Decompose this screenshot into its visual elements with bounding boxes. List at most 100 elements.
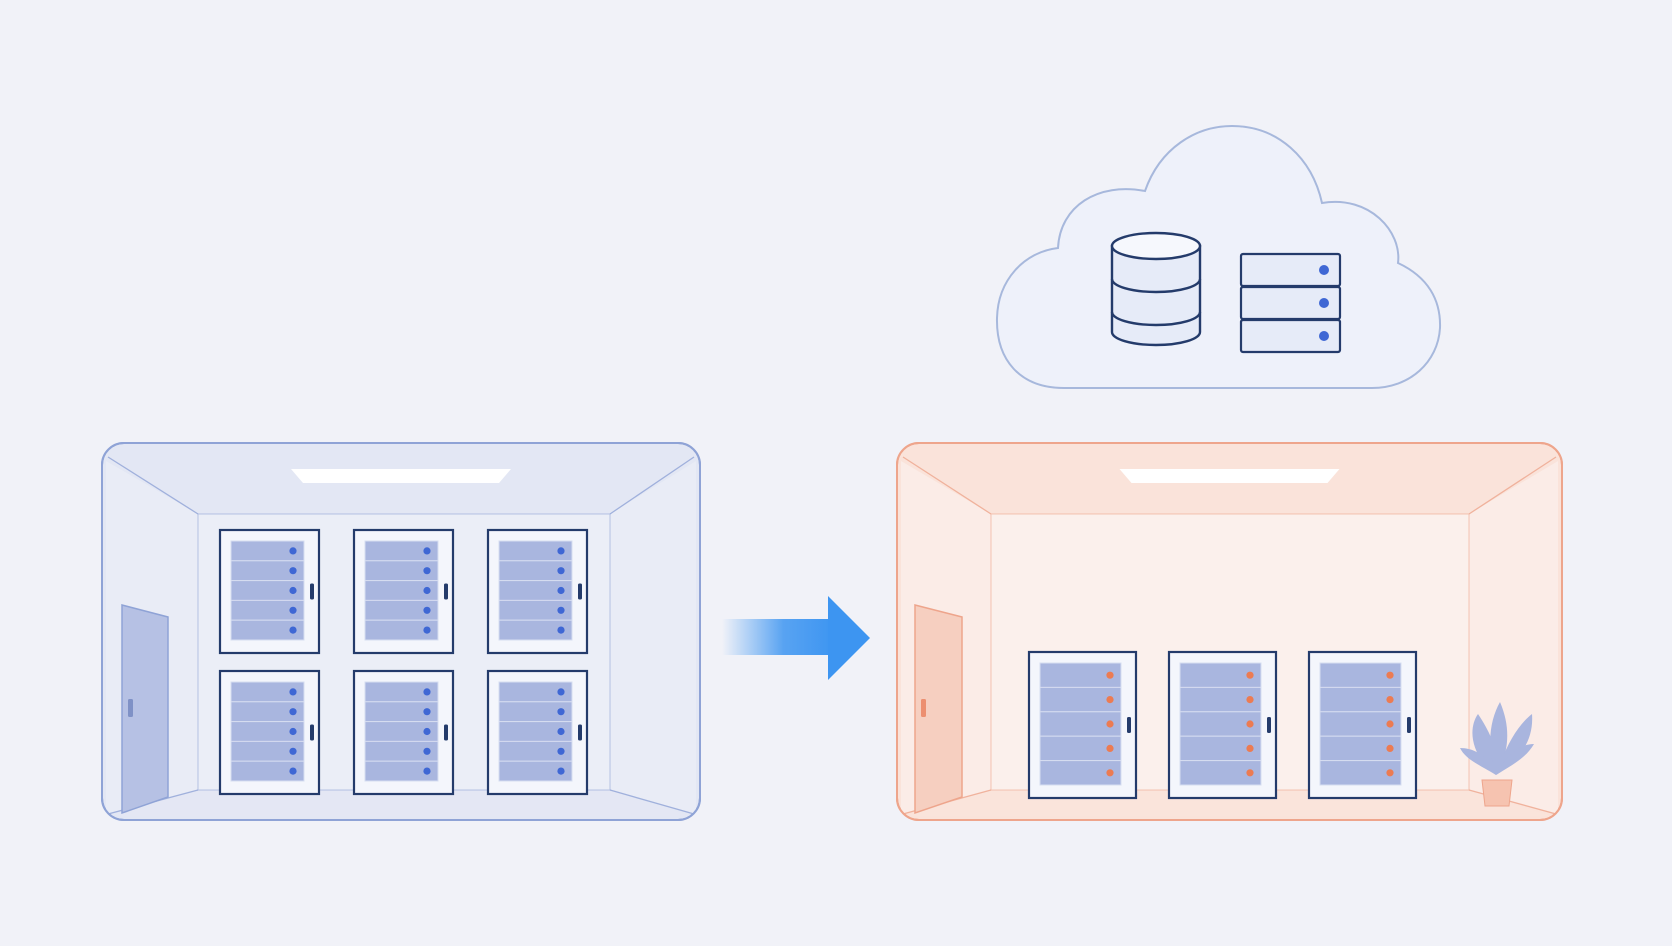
status-led-icon <box>1319 331 1329 341</box>
status-led-icon <box>1319 298 1329 308</box>
status-led-icon <box>423 586 431 595</box>
status-led-icon <box>1386 720 1394 728</box>
right-room-door-icon <box>914 604 963 815</box>
left-room-right-wall <box>610 461 696 814</box>
server-rack-icon-handle <box>1127 717 1131 733</box>
server-rack-icon-slot <box>498 619 573 641</box>
status-led-icon <box>1106 720 1114 728</box>
database-ring <box>1110 311 1202 327</box>
status-led-icon <box>557 708 565 716</box>
server-rack-icon-handle <box>1267 717 1271 733</box>
status-led-icon <box>557 747 565 755</box>
cloud-icon <box>995 124 1442 389</box>
server-rack-icon-handle <box>444 724 448 741</box>
server-rack-icon-slot <box>364 619 439 641</box>
plant-leaf <box>1460 748 1496 775</box>
left-room-frame-outline <box>101 442 701 821</box>
cloud <box>995 124 1442 389</box>
left-room-floor <box>112 790 690 816</box>
status-led-icon <box>557 727 565 736</box>
status-led-icon <box>289 747 297 755</box>
status-led-icon <box>423 708 431 716</box>
status-led-icon <box>289 688 297 696</box>
status-led-icon <box>1106 744 1114 753</box>
status-led-icon <box>289 626 297 634</box>
status-led-icon <box>289 727 297 736</box>
left-room-door-icon-handle <box>128 699 133 717</box>
server-rack-icon-slot <box>230 760 305 782</box>
database-ring <box>1110 278 1202 294</box>
status-led-icon <box>1319 265 1329 275</box>
status-led-icon <box>1386 671 1394 679</box>
left-room-ceiling-light <box>291 469 511 483</box>
server-unit <box>1239 318 1342 354</box>
plant-icon <box>1460 702 1534 807</box>
status-led-icon <box>1246 744 1254 753</box>
server-rack-icon-slot <box>230 619 305 641</box>
right-room-right-wall <box>1469 461 1558 814</box>
server-rack-icon-slot <box>498 760 573 782</box>
status-led-icon <box>289 767 297 775</box>
status-led-icon <box>557 586 565 595</box>
on-premises-server-room <box>101 442 701 821</box>
left-room-ceiling <box>110 457 692 514</box>
status-led-icon <box>1106 671 1114 679</box>
right-room-ceiling <box>905 457 1554 514</box>
server-rack-icon-handle <box>310 583 314 600</box>
status-led-icon <box>1106 696 1114 704</box>
status-led-icon <box>423 547 431 555</box>
status-led-icon <box>423 747 431 755</box>
server-rack-icon-handle <box>578 724 582 741</box>
server-rack-icon-slot <box>1179 760 1262 786</box>
status-led-icon <box>557 767 565 775</box>
right-room-edge-1 <box>1468 456 1557 515</box>
status-led-icon <box>1246 769 1254 777</box>
right-arrow-shaft <box>722 619 834 655</box>
status-led-icon <box>557 547 565 555</box>
migration-arrow <box>722 596 870 680</box>
status-led-icon <box>423 626 431 634</box>
left-room-edge-0 <box>107 456 199 515</box>
plant-pot <box>1481 779 1513 807</box>
plant-leaf <box>1496 744 1534 775</box>
left-room-edge-3 <box>609 789 695 815</box>
plant-leaf <box>1496 714 1533 775</box>
left-room-door-icon <box>121 604 169 815</box>
right-room-door-icon-handle <box>921 699 926 717</box>
server-rack-icon-slot <box>364 760 439 782</box>
status-led-icon <box>1386 696 1394 704</box>
status-led-icon <box>1246 671 1254 679</box>
status-led-icon <box>423 767 431 775</box>
plant-leaf <box>1472 714 1498 775</box>
status-led-icon <box>289 547 297 555</box>
status-led-icon <box>1246 720 1254 728</box>
database-body <box>1110 244 1202 347</box>
status-led-icon <box>423 567 431 575</box>
right-room-ceiling-light <box>1119 469 1340 483</box>
status-led-icon <box>557 688 565 696</box>
status-led-icon <box>289 586 297 595</box>
status-led-icon <box>289 567 297 575</box>
status-led-icon <box>423 727 431 736</box>
status-led-icon <box>423 606 431 614</box>
right-room-frame-outline <box>896 442 1563 821</box>
server-stack-icon <box>1239 252 1342 354</box>
database-icon <box>1110 231 1202 347</box>
status-led-icon <box>289 606 297 614</box>
server-rack-icon-handle <box>310 724 314 741</box>
reduced-server-room <box>896 442 1563 821</box>
right-room-edge-0 <box>902 456 992 515</box>
status-led-icon <box>557 626 565 634</box>
server-rack-icon-handle <box>444 583 448 600</box>
status-led-icon <box>557 606 565 614</box>
right-arrow-icon <box>828 596 870 680</box>
server-rack-icon-handle <box>1407 717 1411 733</box>
database-top <box>1110 231 1202 261</box>
status-led-icon <box>1106 769 1114 777</box>
status-led-icon <box>1386 744 1394 753</box>
left-room-edge-1 <box>609 456 695 515</box>
server-rack-icon-handle <box>578 583 582 600</box>
status-led-icon <box>423 688 431 696</box>
